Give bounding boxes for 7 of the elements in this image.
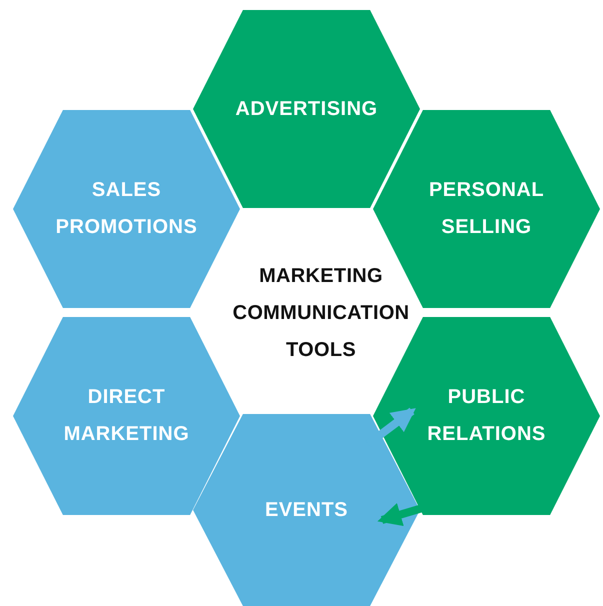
hexagon-label: SALES PROMOTIONS [54,178,198,240]
title: MARKETING COMMUNICATION TOOLS [232,264,410,363]
hexagon-label: DIRECT MARKETING [62,385,190,447]
hexagon-label: ADVERTISING [235,96,378,122]
hexagon-label: EVENTS [264,498,348,522]
hexagon-label: PERSONAL SELLING [428,178,546,240]
hexagon-label: PUBLIC RELATIONS [426,385,547,447]
